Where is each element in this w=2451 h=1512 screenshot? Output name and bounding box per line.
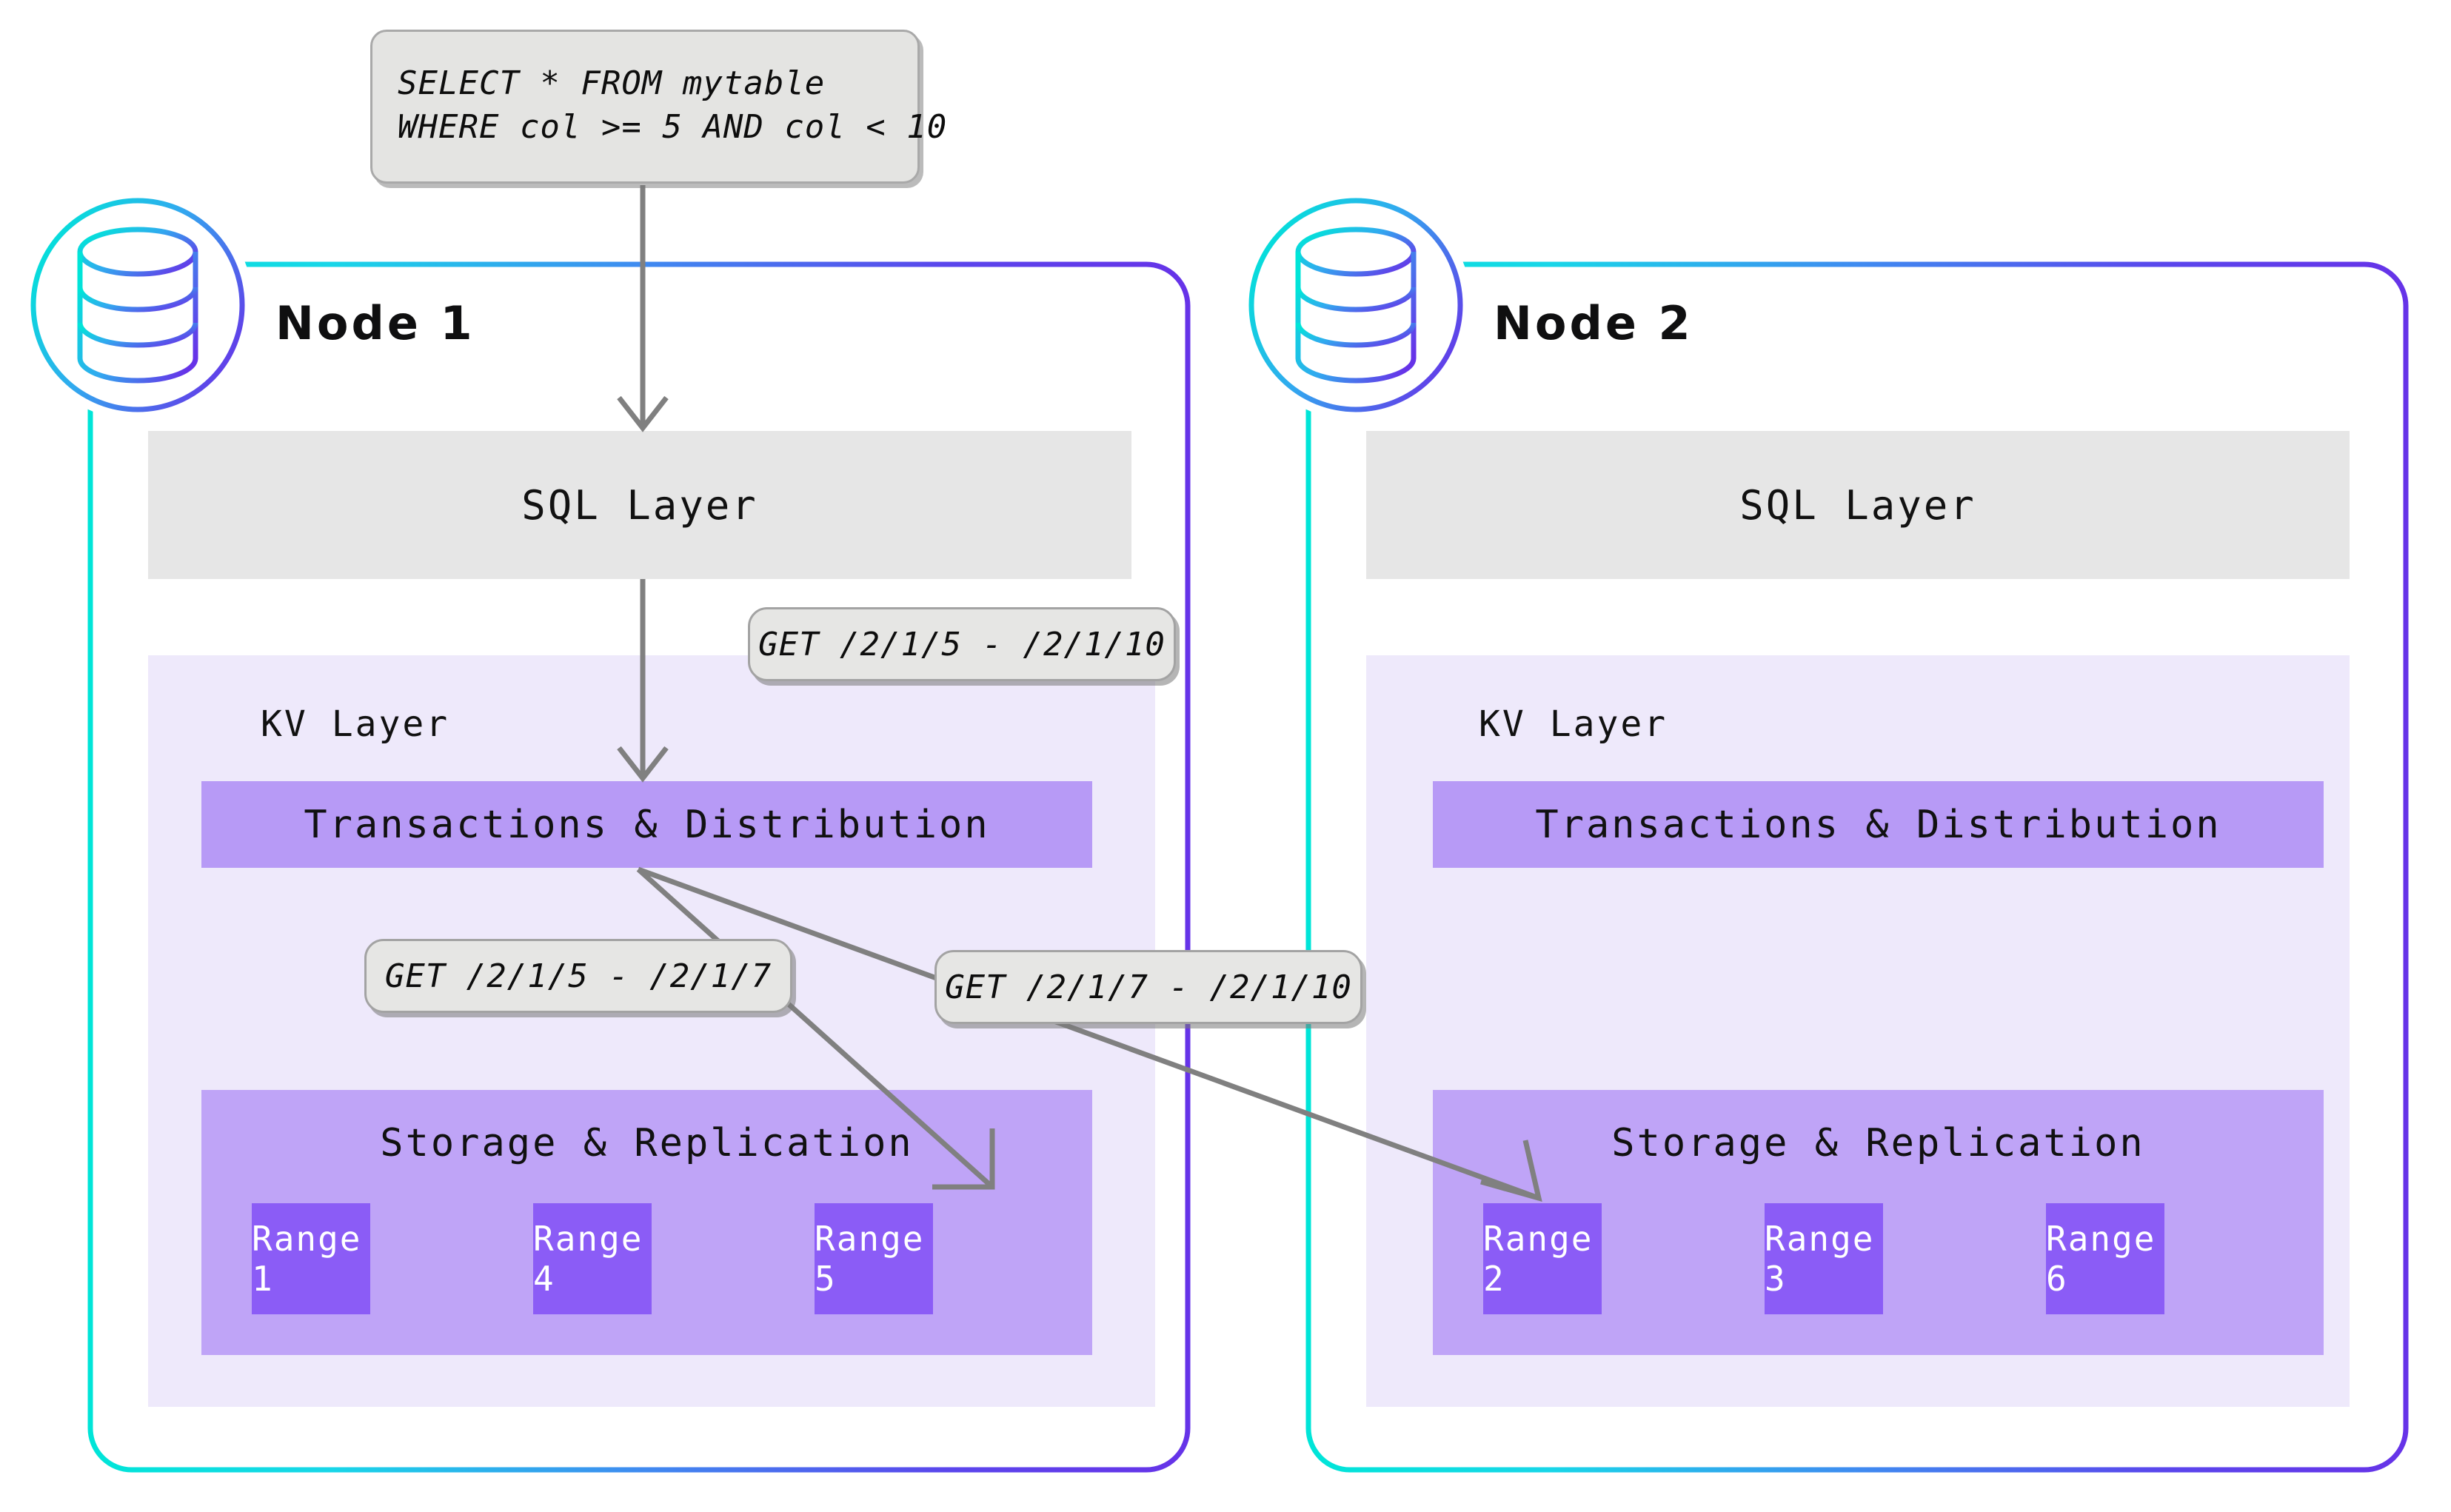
node-1-kv-label: KV Layer — [261, 703, 450, 745]
range-box[interactable]: Range 1 — [252, 1203, 370, 1314]
database-icon-node-1 — [30, 198, 245, 412]
range-box[interactable]: Range 6 — [2046, 1203, 2164, 1314]
node-1-storage-band: Storage & Replication Range 1 Range 4 Ra… — [201, 1090, 1092, 1355]
node-2-sql-layer: SQL Layer — [1366, 431, 2350, 579]
range-box[interactable]: Range 5 — [815, 1203, 933, 1314]
node-2-title: Node 2 — [1494, 296, 1693, 350]
range-box[interactable]: Range 2 — [1483, 1203, 1602, 1314]
arrow-query-to-sql-head — [617, 395, 669, 432]
callout-range-remote: GET /2/1/7 - /2/1/10 — [934, 950, 1362, 1024]
node-1-title: Node 1 — [275, 296, 475, 350]
node-2-transactions-bar: Transactions & Distribution — [1433, 781, 2324, 868]
range-box[interactable]: Range 4 — [533, 1203, 652, 1314]
callout-range-local: GET /2/1/5 - /2/1/7 — [364, 939, 792, 1013]
node-1-sql-layer: SQL Layer — [148, 431, 1131, 579]
range-box[interactable]: Range 3 — [1765, 1203, 1883, 1314]
node-2-storage-band: Storage & Replication Range 2 Range 3 Ra… — [1433, 1090, 2324, 1355]
node-2-storage-title: Storage & Replication — [1611, 1121, 2145, 1165]
node-1-transactions-bar: Transactions & Distribution — [201, 781, 1092, 868]
sql-query-callout: SELECT * FROM mytable WHERE col >= 5 AND… — [370, 30, 948, 184]
node-2-kv-label: KV Layer — [1479, 703, 1668, 745]
sql-query-line-1: SELECT * FROM mytable — [398, 64, 826, 102]
callout-kv-request: GET /2/1/5 - /2/1/10 — [748, 607, 1176, 681]
database-icon-node-2 — [1248, 198, 1463, 412]
node-1-storage-title: Storage & Replication — [380, 1121, 914, 1165]
sql-query-line-2: WHERE col >= 5 AND col < 10 — [398, 108, 948, 146]
